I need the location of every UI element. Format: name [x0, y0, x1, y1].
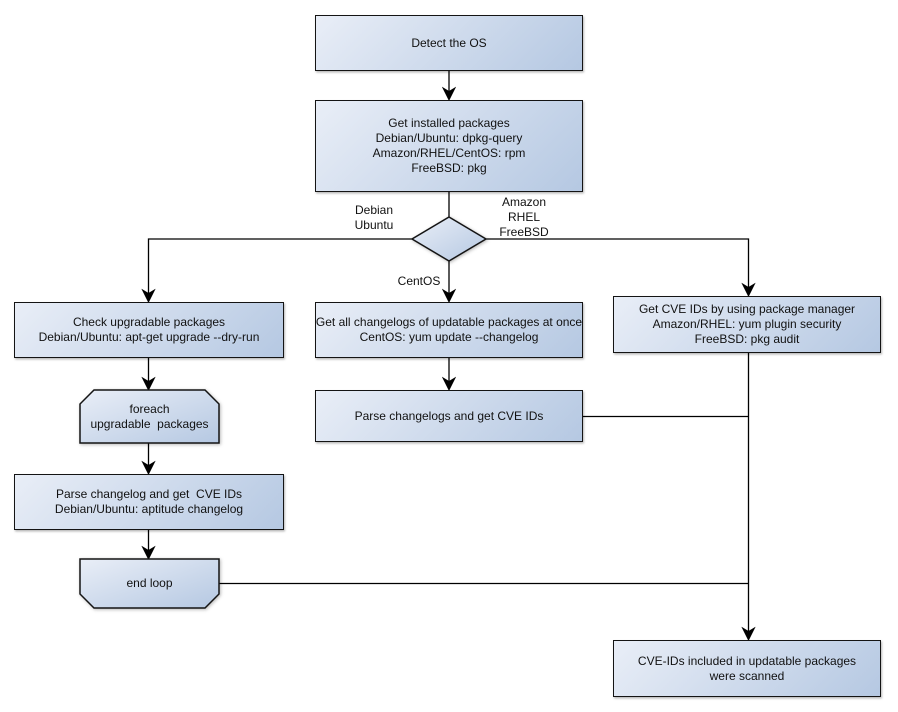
- node-get-all-changelogs: Get all changelogs of updatable packages…: [315, 302, 583, 358]
- node-label: CVE-IDs included in updatable packages: [637, 653, 857, 668]
- branch-label-line: RHEL: [507, 210, 540, 224]
- node-get-installed-packages: Get installed packages Debian/Ubuntu: dp…: [315, 100, 583, 192]
- node-label: Detect the OS: [411, 35, 487, 50]
- branch-label-line: CentOS: [397, 274, 441, 288]
- edge-decision-to-get-cve: [486, 238, 756, 298]
- node-label: Debian/Ubuntu: dpkg-query: [375, 131, 523, 145]
- node-check-upgradable: Check upgradable packages Debian/Ubuntu:…: [14, 302, 284, 358]
- node-label: Parse changelogs and get CVE IDs: [354, 408, 544, 423]
- branch-label-line: Ubuntu: [354, 218, 394, 232]
- end-loop-shape: [79, 558, 220, 609]
- branch-label-line: FreeBSD: [499, 225, 549, 239]
- node-parse-changelogs-centos: Parse changelogs and get CVE IDs: [315, 390, 583, 442]
- node-detect-os: Detect the OS: [315, 15, 583, 71]
- node-label: Debian/Ubuntu: apt-get upgrade --dry-run: [38, 330, 260, 344]
- node-label: Parse changelog and get CVE IDs: [55, 487, 243, 501]
- node-label: Get installed packages: [388, 116, 510, 130]
- node-label: foreach: [129, 401, 170, 416]
- branch-label-amazon-rhel-freebsd: Amazon RHEL FreeBSD: [492, 195, 556, 240]
- node-end-loop: end loop: [80, 559, 219, 608]
- node-get-cve-ids-pkg-manager: Get CVE IDs by using package manager Ama…: [613, 296, 881, 353]
- node-label: Amazon/RHEL/CentOS: rpm: [372, 146, 526, 160]
- node-label: Get all changelogs of updatable packages…: [315, 315, 583, 329]
- node-label: FreeBSD: pkg: [411, 161, 487, 175]
- branch-label-line: Debian: [354, 203, 394, 217]
- os-decision-diamond: [410, 216, 488, 262]
- node-label: were scanned: [709, 668, 785, 683]
- node-label: end loop: [126, 576, 173, 590]
- node-parse-changelog-debian: Parse changelog and get CVE IDs Debian/U…: [14, 474, 284, 530]
- node-label: FreeBSD: pkg audit: [694, 332, 800, 346]
- node-label: CentOS: yum update --changelog: [359, 330, 539, 344]
- node-label: upgradable packages: [90, 416, 209, 431]
- branch-label-centos: CentOS: [394, 274, 444, 289]
- branch-label-debian-ubuntu: Debian Ubuntu: [344, 203, 404, 233]
- node-label: Get CVE IDs by using package manager: [638, 302, 856, 316]
- node-foreach-loop: foreach upgradable packages: [80, 390, 219, 443]
- node-label: Debian/Ubuntu: aptitude changelog: [54, 502, 244, 516]
- node-result-scanned: CVE-IDs included in updatable packages w…: [613, 640, 881, 697]
- foreach-loop-shape: [79, 389, 220, 444]
- node-label: Amazon/RHEL: yum plugin security: [652, 317, 842, 331]
- edge-decision-to-check-upgradable: [141, 238, 412, 304]
- branch-label-line: Amazon: [501, 195, 547, 209]
- node-label: Check upgradable packages: [72, 315, 226, 329]
